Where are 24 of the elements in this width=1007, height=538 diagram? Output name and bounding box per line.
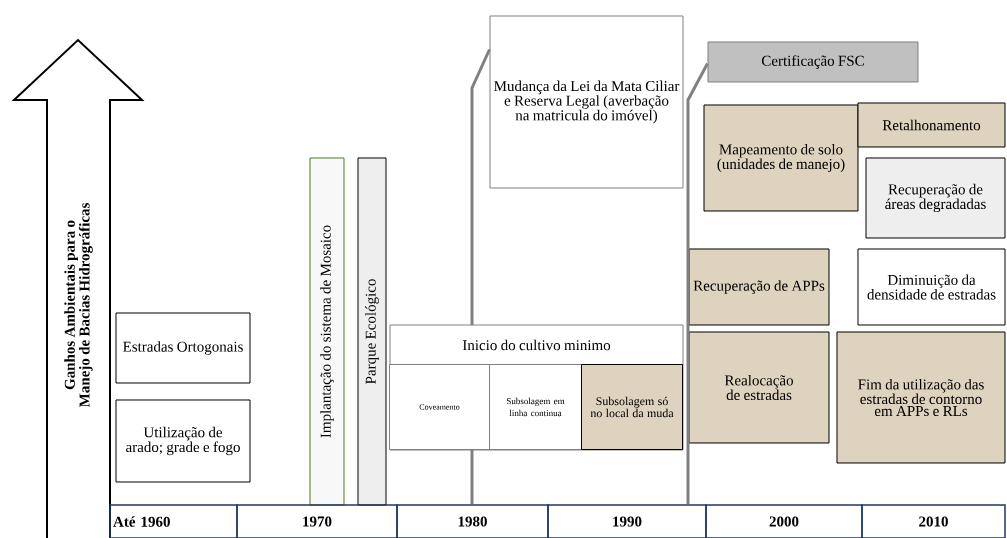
callout-box: Mudança da Lei da Mata Ciliar e Reserva Legal (averbação na matricula do imóvel) (489, 15, 684, 189)
event-box: Estradas Ortogonais (115, 312, 251, 384)
event-box: Recuperação de APPs (688, 248, 830, 326)
year-cell: 1980 (396, 504, 549, 538)
event-bar: Implantação do sistema de Mosaico (309, 157, 345, 506)
event-box: Utilização de arado; grade e fogo (115, 399, 251, 483)
event-box: Fim da utilização das estradas de contorno em APPs e RLs (836, 331, 1006, 464)
event-bar: Parque Ecológico (357, 157, 387, 506)
table-cell: Coveamento (389, 364, 490, 450)
event-box: Diminuição da densidade de estradas (857, 248, 1006, 326)
table-cell: Subsolagem só no local da muda (581, 364, 683, 450)
year-cell: 1970 (236, 504, 398, 538)
year-cell: 2000 (705, 504, 863, 538)
leader-line (686, 62, 709, 505)
event-box: Mapeamento de solo (unidades de manejo) (703, 104, 859, 212)
year-cell: Até 1960 (109, 504, 238, 538)
table-cell: Subsolagem em linha continua (489, 364, 582, 450)
year-cell: 2010 (861, 504, 1006, 538)
event-box: Retalhonamento (857, 102, 1006, 148)
year-cell: 1990 (547, 504, 707, 538)
event-box: Realocação de estradas (688, 331, 830, 444)
arrow-label: Ganhos Ambientais para o Manejo de Bacias Hidrográficas (64, 203, 93, 408)
callout-box: Certificação FSC (707, 41, 919, 83)
event-box: Recuperação de áreas degradadas (865, 157, 1006, 239)
